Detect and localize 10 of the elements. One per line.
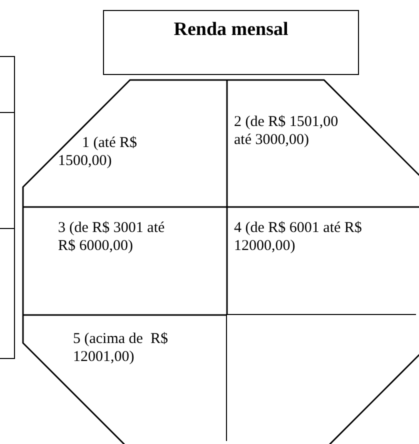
table-frame (0, 228, 15, 359)
empty-cell (226, 314, 416, 442)
heading: Renda mensal (172, 19, 290, 41)
income-bracket: 2 (de R$ 1501,00 até 3000,00) (234, 113, 340, 149)
heading-box (103, 10, 359, 75)
income-bracket: 4 (de R$ 6001 até R$ 12000,00) (234, 219, 363, 255)
income-bracket: 3 (de R$ 3001 até R$ 6000,00) (58, 219, 166, 255)
income-bracket: 1 (até R$ 1500,00) (58, 134, 138, 170)
income-bracket: 5 (acima de R$ 12001,00) (73, 330, 169, 366)
table-frame (0, 56, 15, 113)
